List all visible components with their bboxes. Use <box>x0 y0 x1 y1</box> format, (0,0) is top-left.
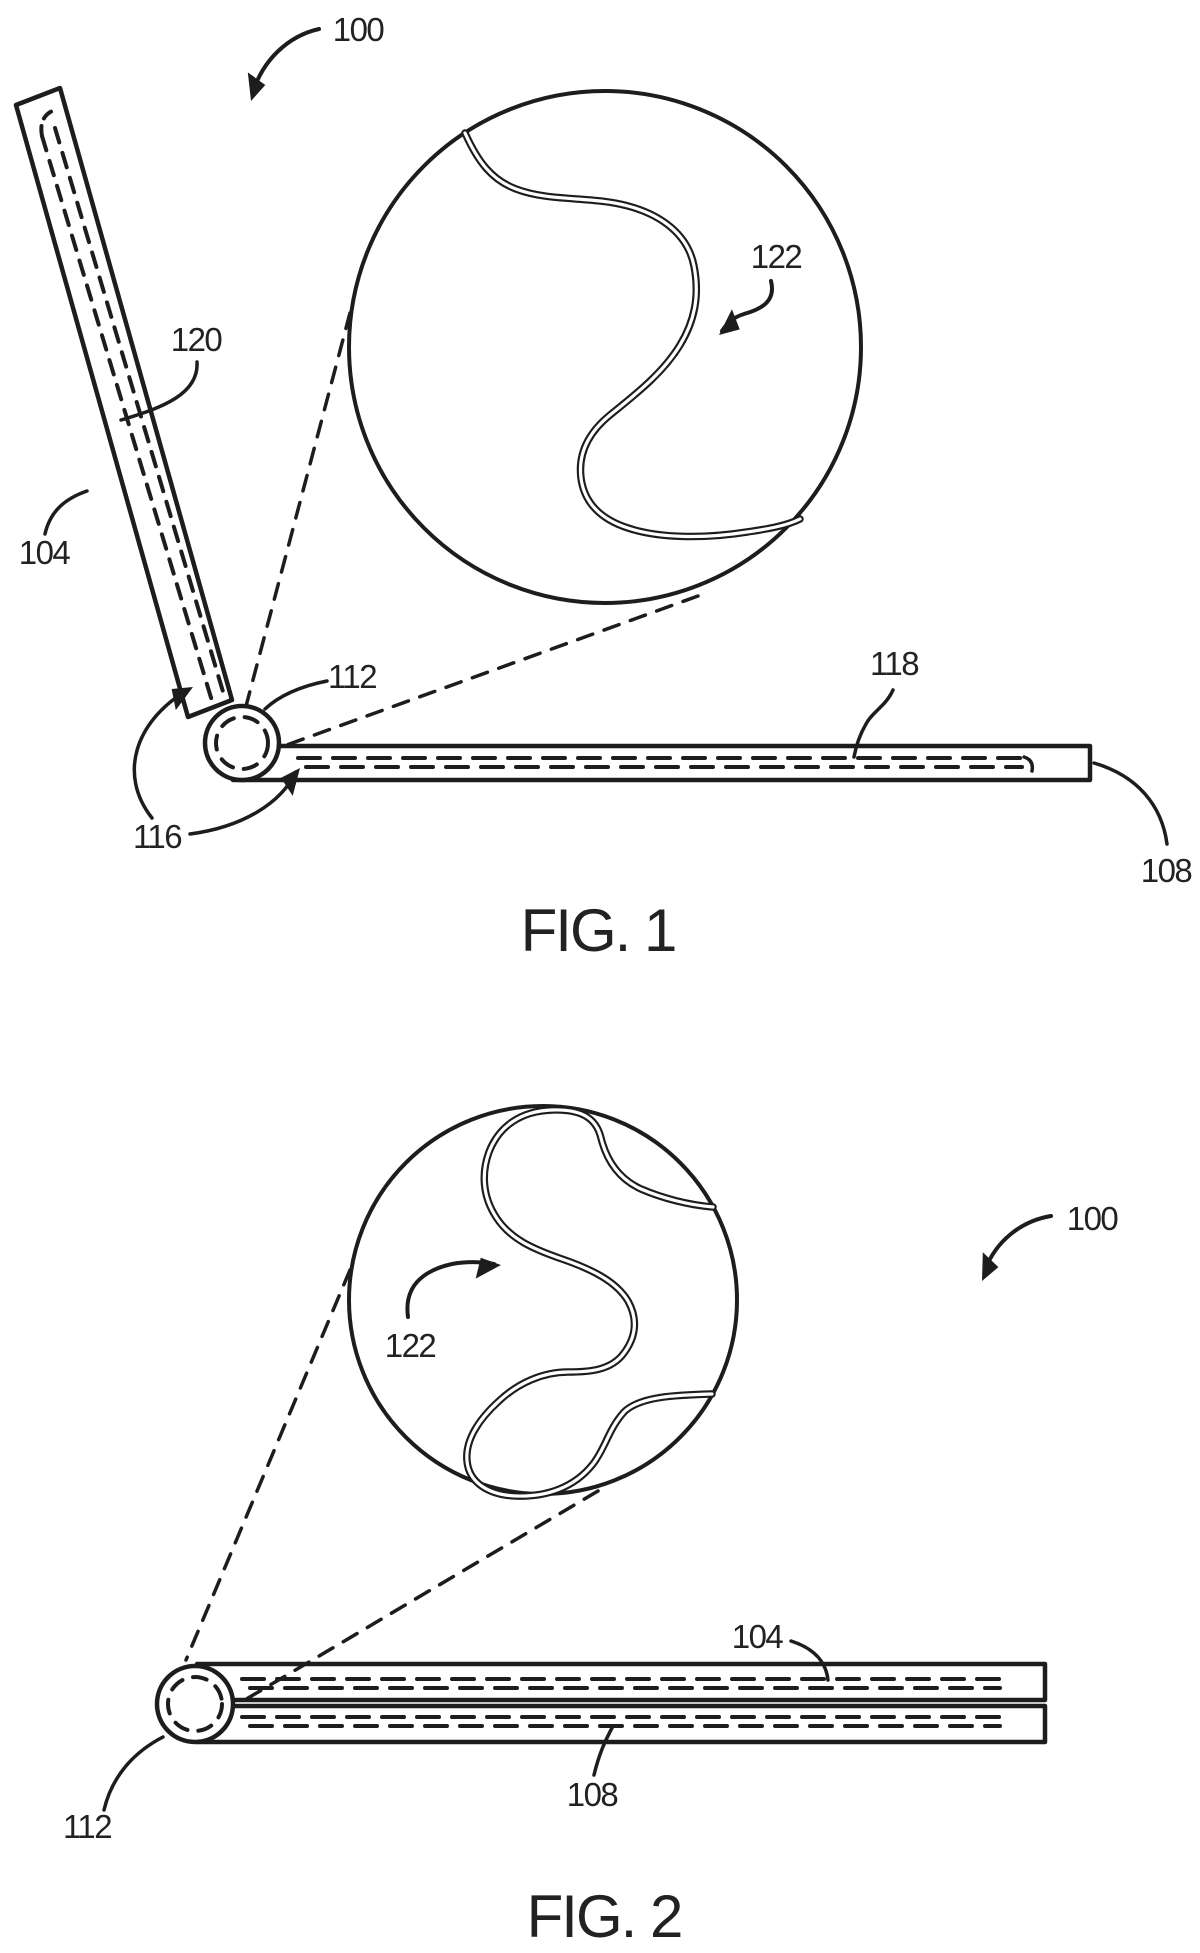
fig1-ref-104-label: 104 <box>19 534 71 571</box>
fig1-ref-122-arrowhead <box>719 309 740 335</box>
fig2-projection-line-left <box>184 1268 352 1662</box>
fig2-caption: FIG. 2 <box>527 1883 682 1950</box>
fig1-ref-100-label: 100 <box>333 11 385 48</box>
fig1-flexible-display-curve-inner <box>463 131 802 539</box>
fig1-caption: FIG. 1 <box>521 897 676 964</box>
fig2-ref-104-label: 104 <box>732 1618 784 1655</box>
fig1-projection-line-right <box>282 594 700 748</box>
fig1-lid-display-dashed-line-2 <box>53 126 226 697</box>
fig1-projection-line-left <box>243 311 352 712</box>
fig2-ref-100-label: 100 <box>1067 1200 1119 1237</box>
fig1-ref-116-arrowhead-lower <box>280 768 300 796</box>
fig1-ref-108-label: 108 <box>1141 852 1192 889</box>
fig1-base-display-end-hook <box>1022 755 1035 773</box>
fig1-ref-122-label: 122 <box>751 238 802 275</box>
fig1-ref-108-leader <box>1092 761 1169 846</box>
fig1-ref-112-leader <box>263 679 329 711</box>
fig1-ref-104-leader <box>43 489 89 536</box>
fig1-ref-100-arrowhead <box>247 72 266 101</box>
fig2-flexible-display-curve-inner <box>465 1108 715 1498</box>
fig2-projection-line-right <box>241 1489 600 1703</box>
fig1-ref-120-label: 120 <box>171 321 223 358</box>
fig2-ref-112-label: 112 <box>63 1808 111 1845</box>
fig1-base-housing-fill <box>242 746 1090 780</box>
fig1-ref-116-label: 116 <box>133 818 181 855</box>
fig1-ref-116-arrowhead-upper <box>171 687 193 711</box>
fig1-detail-circle <box>347 89 863 605</box>
fig1-base-housing-outline <box>230 743 1093 783</box>
fig1-ref-118-label: 118 <box>870 645 918 682</box>
fig1-lid-display-dashed-hook <box>39 107 60 138</box>
figure-2: 122 100 104 108 112 FIG. 2 <box>63 1104 1120 1950</box>
fig1-ref-118-leader <box>852 688 895 759</box>
fig2-ref-100-arrow-curve <box>983 1214 1053 1272</box>
fig1-hinge-inner-dashed-circle <box>214 715 270 771</box>
fig2-hinge-inner-dashed-circle <box>166 1675 224 1733</box>
fig2-ref-108-leader <box>592 1724 615 1777</box>
figure-1: 100 120 104 112 116 118 108 122 FIG. 1 <box>13 11 1193 964</box>
fig2-ref-104-leader <box>789 1639 830 1682</box>
fig2-ref-108-label: 108 <box>567 1776 618 1813</box>
fig2-ref-112-leader <box>102 1735 165 1812</box>
fig1-ref-100-arrow-curve <box>251 27 321 94</box>
fig1-ref-112-label: 112 <box>328 658 376 695</box>
fig2-ref-100-arrowhead <box>982 1252 999 1281</box>
fig2-top-housing-outline <box>194 1661 1048 1703</box>
fig1-ref-116-leader-upper <box>132 689 188 820</box>
fig2-ref-122-label: 122 <box>385 1327 436 1364</box>
fig1-first-housing-outline <box>13 85 235 720</box>
fig1-ref-120-leader <box>119 360 199 422</box>
fig2-ref-122-arrowhead <box>475 1257 501 1279</box>
